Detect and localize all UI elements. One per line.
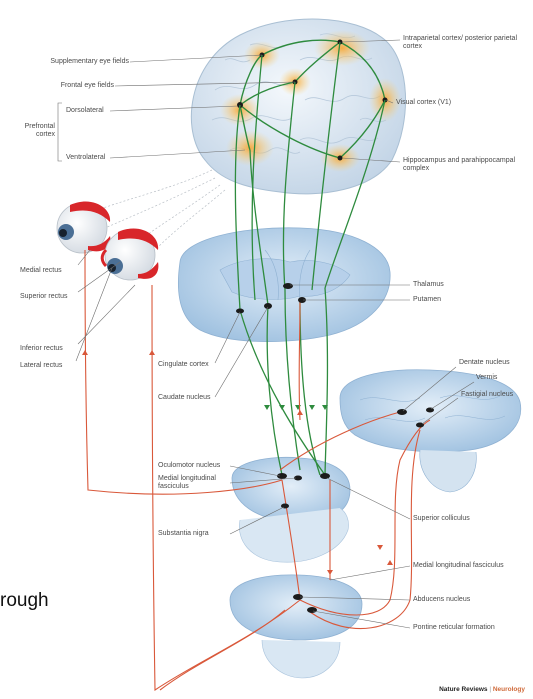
label-mlf-right: Medial longitudinal fasciculus: [413, 562, 504, 570]
activation-dorsolateral: [220, 94, 260, 126]
label-lateral-rectus: Lateral rectus: [20, 362, 62, 370]
label-pontine-reticular-formation: Pontine reticular formation: [413, 624, 495, 632]
left-eye: [57, 201, 110, 253]
label-intraparietal-cortex: Intraparietal cortex/ posterior parietal…: [403, 35, 523, 51]
green-arrowheads: [264, 405, 328, 410]
activation-parietal: [314, 30, 370, 66]
label-medial-rectus: Medial rectus: [20, 267, 62, 275]
label-putamen: Putamen: [413, 296, 441, 304]
red-arrowheads: [82, 350, 393, 575]
credit-journal: Nature Reviews: [439, 686, 487, 693]
credit-separator: |: [489, 686, 491, 693]
label-visual-cortex: Visual cortex (V1): [396, 99, 451, 107]
label-prefrontal-cortex: Prefrontal cortex: [5, 123, 55, 139]
label-frontal-eye-fields: Frontal eye fields: [61, 82, 114, 90]
label-hippocampus: Hippocampus and parahippocampal complex: [403, 157, 518, 173]
credit-section: Neurology: [493, 686, 525, 693]
nucleus-cingulate: [236, 309, 244, 314]
midbrain-section: [232, 457, 350, 562]
label-supplementary-eye-fields: Supplementary eye fields: [50, 58, 129, 66]
label-ventrolateral: Ventrolateral: [66, 154, 105, 162]
nucleus-superior-colliculus: [320, 473, 330, 479]
label-dentate-nucleus: Dentate nucleus: [459, 359, 510, 367]
label-cingulate-cortex: Cingulate cortex: [158, 361, 209, 369]
label-abducens-nucleus: Abducens nucleus: [413, 596, 470, 604]
label-dorsolateral: Dorsolateral: [66, 107, 104, 115]
label-mlf-top: Medial longitudinal fasciculus: [158, 475, 228, 491]
label-thalamus: Thalamus: [413, 281, 444, 289]
label-fastigial-nucleus: Fastigial nucleus: [461, 391, 513, 399]
label-superior-rectus: Superior rectus: [20, 293, 67, 301]
label-caudate-nucleus: Caudate nucleus: [158, 394, 211, 402]
label-substantia-nigra: Substantia nigra: [158, 530, 209, 538]
label-vermis: Vermis: [476, 374, 497, 382]
node-hippocampus: [338, 156, 343, 161]
nucleus-pontine-reticular: [307, 607, 317, 613]
nucleus-vermis: [426, 408, 434, 413]
label-superior-colliculus: Superior colliculus: [413, 515, 470, 523]
nucleus-caudate: [264, 303, 272, 309]
overlay-caption-fragment: rough: [0, 590, 49, 612]
label-oculomotor-nucleus: Oculomotor nucleus: [158, 462, 220, 470]
nucleus-thalamus: [283, 283, 293, 289]
label-inferior-rectus: Inferior rectus: [20, 345, 63, 353]
nucleus-dentate: [397, 409, 407, 415]
figure-credit: Nature Reviews | Neurology: [439, 686, 525, 693]
